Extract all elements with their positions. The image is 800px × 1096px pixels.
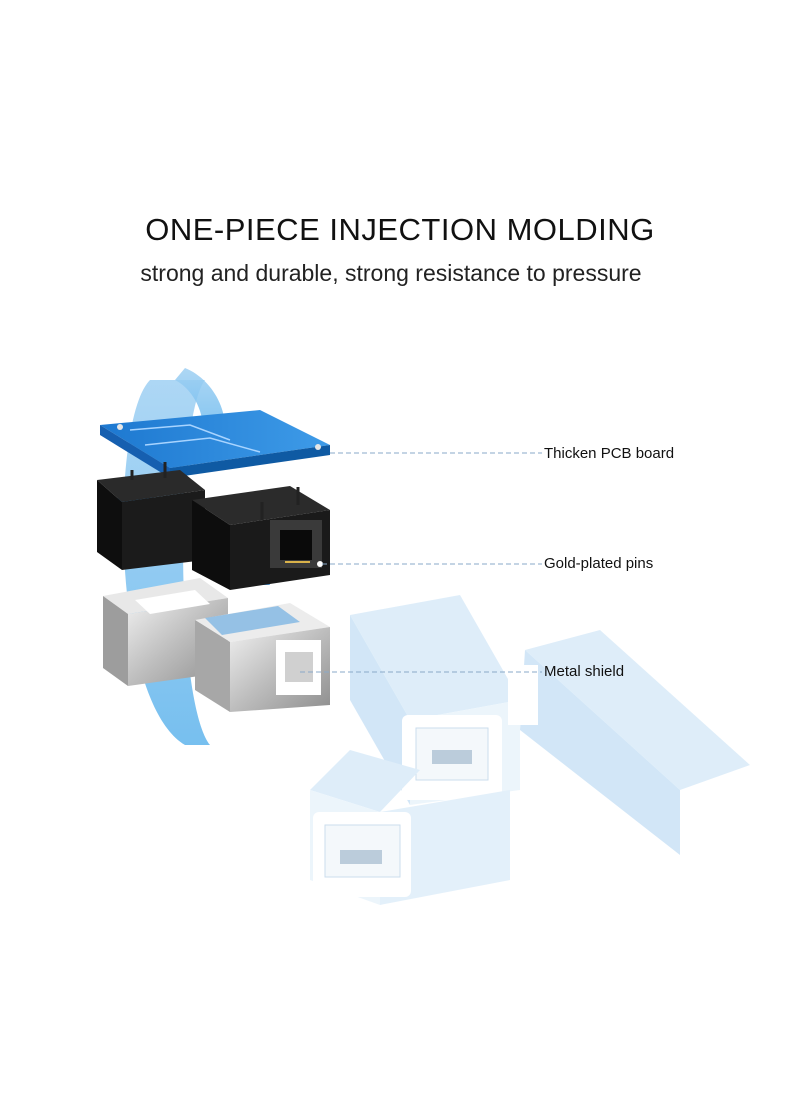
page-subtitle: strong and durable, strong resistance to… xyxy=(140,260,642,286)
metal-shield-right xyxy=(195,603,330,712)
background-coupler-top xyxy=(350,595,520,805)
background-coupler-bottom xyxy=(310,750,510,905)
page-title: ONE-PIECE INJECTION MOLDING xyxy=(145,212,655,247)
callout-label-shield: Metal shield xyxy=(544,663,625,680)
callout-label-pins: Gold-plated pins xyxy=(544,555,654,572)
background-coupler-group xyxy=(310,595,750,905)
background-coupler-right xyxy=(508,630,750,855)
black-jack-left xyxy=(97,462,205,570)
pcb-board xyxy=(100,410,330,478)
callout-label-pcb: Thicken PCB board xyxy=(544,445,675,462)
black-jack-right xyxy=(192,486,330,590)
